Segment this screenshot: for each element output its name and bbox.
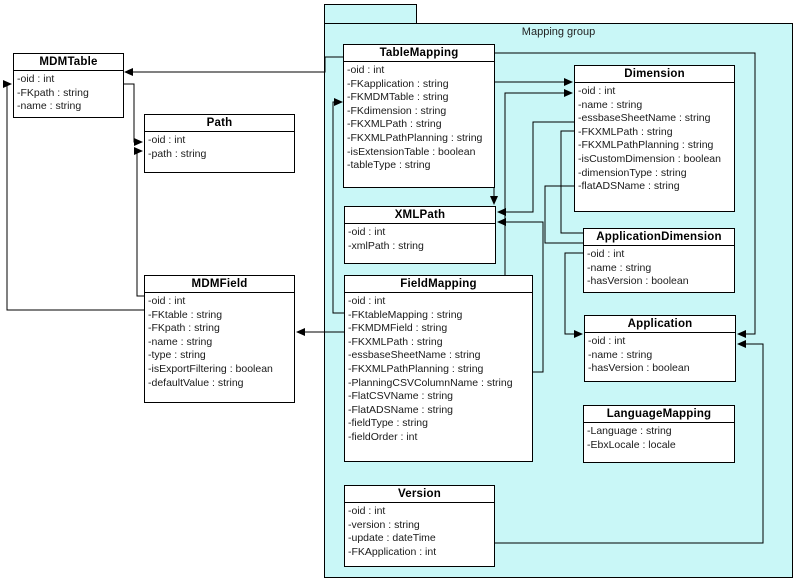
class-field: -FKpath : string — [148, 322, 220, 335]
class-title: Application — [585, 316, 735, 333]
class-field: -defaultValue : string — [148, 376, 244, 389]
class-field: -oid : int — [348, 505, 386, 517]
class-field: -FKXMLPathPlanning : string — [347, 131, 483, 144]
class-field: -oid : int — [588, 335, 626, 347]
class-field: -oid : int — [587, 248, 625, 260]
class-title: TableMapping — [344, 45, 494, 62]
class-field: -oid : int — [347, 64, 385, 76]
class-tablemapping[interactable]: TableMapping -oid : int-FKapplication : … — [343, 44, 495, 188]
class-field: -FKXMLPathPlanning : string — [348, 362, 484, 375]
class-version[interactable]: Version -oid : int-version : string-upda… — [344, 485, 495, 567]
class-field: -FKXMLPath : string — [578, 125, 673, 138]
class-application[interactable]: Application -oid : int-name : string-has… — [584, 315, 736, 382]
class-field: -oid : int — [17, 73, 55, 85]
class-field: -oid : int — [578, 85, 616, 97]
class-field: -FKdimension : string — [347, 104, 447, 117]
package-tab[interactable] — [324, 4, 417, 23]
class-applicationdimension[interactable]: ApplicationDimension -oid : int-name : s… — [583, 228, 735, 293]
class-field: -fieldOrder : int — [348, 430, 418, 443]
class-field: -FKapplication : string — [347, 77, 449, 90]
class-field: -FKpath : string — [17, 86, 89, 99]
class-field: -hasVersion : boolean — [587, 275, 689, 288]
class-field: -isExtensionTable : boolean — [347, 145, 476, 158]
class-field: -dimensionType : string — [578, 166, 687, 179]
class-xmlpath[interactable]: XMLPath -oid : int-xmlPath : string — [344, 206, 496, 264]
class-title: FieldMapping — [345, 276, 532, 293]
connector-mdmfield-path — [134, 147, 144, 297]
class-title: Dimension — [575, 66, 734, 83]
class-field: -FKApplication : int — [348, 545, 437, 558]
class-field: -xmlPath : string — [348, 239, 424, 252]
class-field: -name : string — [148, 335, 213, 348]
class-title: XMLPath — [345, 207, 495, 224]
class-field: -FlatADSName : string — [348, 403, 454, 416]
class-field: -oid : int — [348, 295, 386, 307]
class-title: LanguageMapping — [584, 406, 734, 423]
class-field: -flatADSName : string — [578, 180, 680, 193]
class-field: -version : string — [348, 518, 420, 531]
class-title: MDMField — [145, 276, 294, 293]
class-field: -EbxLocale : locale — [587, 438, 676, 451]
class-field: -isCustomDimension : boolean — [578, 152, 721, 165]
class-fieldmapping[interactable]: FieldMapping -oid : int-FKtableMapping :… — [344, 275, 533, 462]
class-field: -name : string — [587, 261, 652, 274]
class-field: -PlanningCSVColumnName : string — [348, 376, 513, 389]
class-field: -oid : int — [148, 295, 186, 307]
connector-tablemapping-mdmtable — [124, 56, 344, 76]
class-field: -path : string — [148, 147, 207, 160]
class-field: -FKXMLPathPlanning : string — [578, 139, 714, 152]
class-title: MDMTable — [14, 54, 123, 71]
class-field: -hasVersion : boolean — [588, 362, 690, 375]
class-field: -update : dateTime — [348, 532, 436, 545]
class-field: -name : string — [17, 100, 82, 113]
class-field: -Language : string — [587, 425, 672, 437]
class-field: -essbaseSheetName : string — [578, 112, 711, 125]
class-field: -name : string — [588, 348, 653, 361]
class-title: Path — [145, 115, 294, 132]
class-field: -FlatCSVName : string — [348, 390, 454, 403]
class-field: -FKMDMField : string — [348, 322, 448, 335]
class-field: -type : string — [148, 349, 206, 362]
class-path[interactable]: Path -oid : int-path : string — [144, 114, 295, 173]
connector-mdmtable-path — [124, 83, 143, 146]
class-field: -fieldType : string — [348, 417, 428, 430]
class-field: -FKtable : string — [148, 308, 223, 321]
class-field: -tableType : string — [347, 159, 431, 172]
class-field: -FKtableMapping : string — [348, 308, 463, 321]
class-field: -isExportFiltering : boolean — [148, 362, 273, 375]
class-field: -FKXMLPath : string — [348, 335, 443, 348]
class-field: -essbaseSheetName : string — [348, 349, 481, 362]
class-dimension[interactable]: Dimension -oid : int-name : string-essba… — [574, 65, 735, 212]
class-mdmfield[interactable]: MDMField -oid : int-FKtable : string-FKp… — [144, 275, 295, 403]
class-field: -name : string — [578, 98, 643, 111]
class-title: Version — [345, 486, 494, 503]
package-label: Mapping group — [521, 26, 596, 38]
class-mdmtable[interactable]: MDMTable -oid : int-FKpath : string-name… — [13, 53, 124, 118]
class-field: -oid : int — [148, 134, 186, 146]
class-title: ApplicationDimension — [584, 229, 734, 246]
class-field: -oid : int — [348, 226, 386, 238]
class-languagemapping[interactable]: LanguageMapping -Language : string-EbxLo… — [583, 405, 735, 463]
class-field: -FKMDMTable : string — [347, 91, 449, 104]
class-field: -FKXMLPath : string — [347, 118, 442, 131]
